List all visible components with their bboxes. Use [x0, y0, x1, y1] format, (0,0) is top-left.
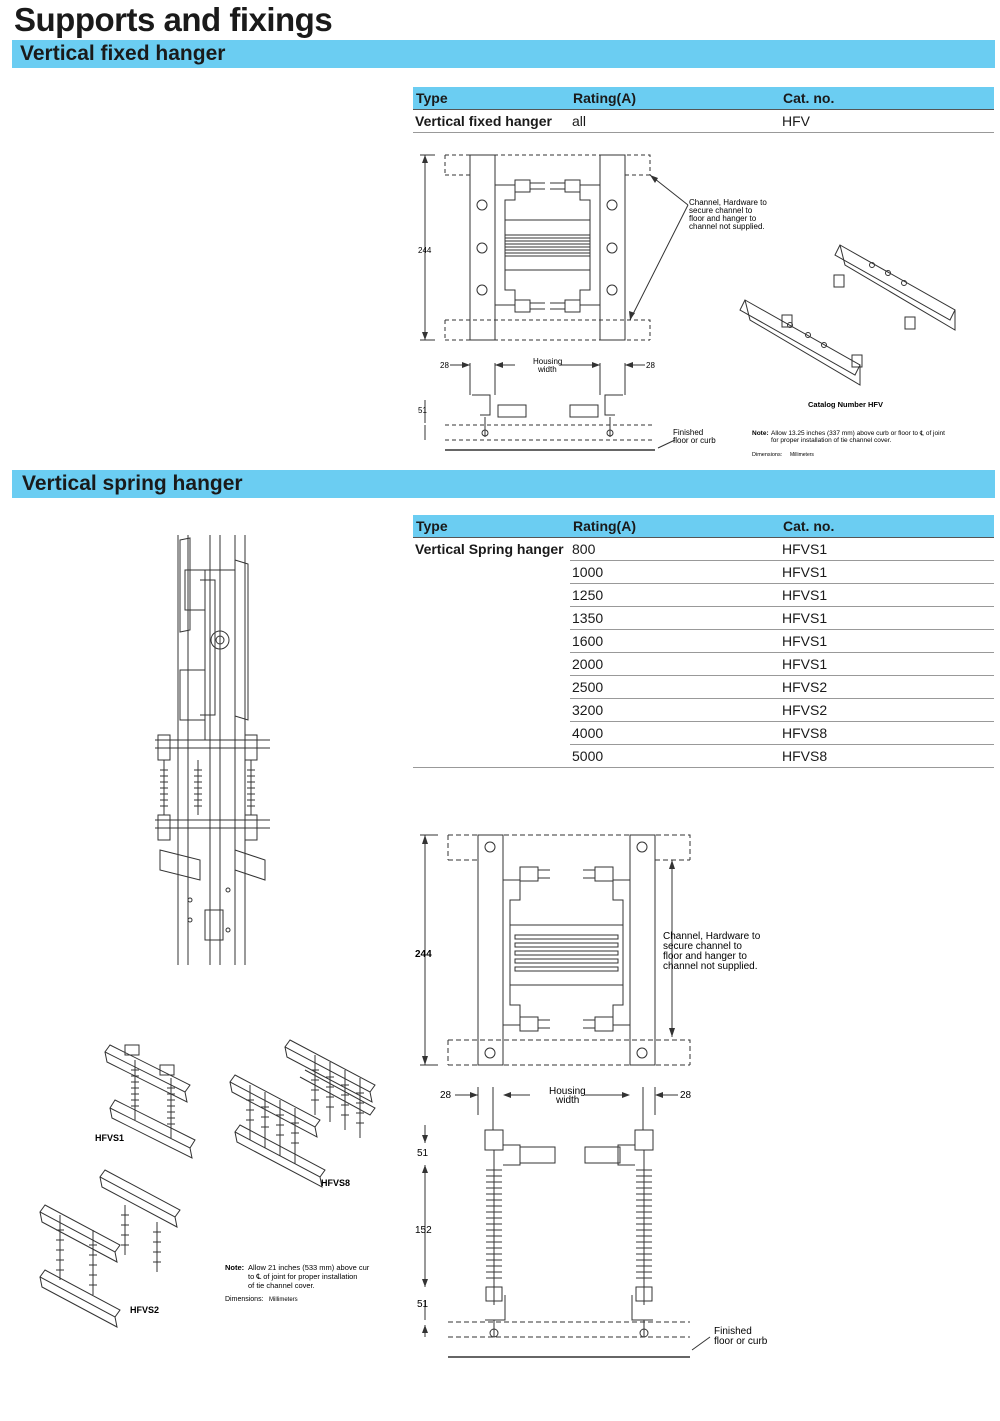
- finished-floor-label-2: floor or curb: [714, 1336, 768, 1347]
- dimensions-label: Dimensions:: [752, 452, 783, 458]
- note-text-line-2: for proper installation of tie channel c…: [771, 437, 892, 444]
- cat-no-cell: HFVS1: [780, 583, 994, 607]
- rating-cell: 3200: [570, 698, 780, 722]
- channel-note-line-4: channel not supplied.: [663, 961, 758, 972]
- cat-no-cell: HFVS2: [780, 698, 994, 722]
- housing-width-label-2: width: [555, 1095, 579, 1106]
- channel-note-line-1: Channel, Hardware to: [689, 198, 767, 207]
- column-header-rating: Rating(A): [570, 515, 780, 538]
- note-text-line-2: to ℄ of joint for proper installation: [248, 1272, 357, 1281]
- housing-width-label-1: Housing: [549, 1086, 586, 1097]
- dimension-51-top: 51: [417, 1148, 429, 1159]
- cat-no-cell: HFVS8: [780, 721, 994, 745]
- rating-cell: 2000: [570, 652, 780, 676]
- note-text-line-1: Allow 13.25 inches (337 mm) above curb o…: [771, 430, 945, 437]
- spring-hanger-table: Type Rating(A) Cat. no. Vertical Spring …: [413, 515, 994, 768]
- fixed-hanger-drawing: 244 28 28 Housing width 51 Channel, Hard…: [418, 154, 956, 458]
- section-header-spring-hanger: Vertical spring hanger: [12, 470, 995, 498]
- rating-cell: 1250: [570, 583, 780, 607]
- note-label: Note:: [225, 1263, 244, 1272]
- fixed-hanger-table: Type Rating(A) Cat. no. Vertical fixed h…: [413, 87, 994, 133]
- type-cell: Vertical Spring hanger: [415, 541, 564, 558]
- dimension-28-right: 28: [646, 361, 655, 370]
- dimension-244: 244: [418, 246, 432, 255]
- rating-cell: 2500: [570, 675, 780, 699]
- dimension-152: 152: [415, 1225, 432, 1236]
- note-text-line-1: Allow 21 inches (533 mm) above cur: [248, 1263, 370, 1272]
- hfvs2-label: HFVS2: [130, 1305, 159, 1315]
- rating-cell: 4000: [570, 721, 780, 745]
- dimension-28-left: 28: [440, 1090, 452, 1101]
- cat-no-cell: HFVS2: [780, 675, 994, 699]
- channel-note-line-3: floor and hanger to: [663, 951, 747, 962]
- cat-no-cell: HFV: [780, 109, 994, 133]
- section-heading: Vertical fixed hanger: [20, 42, 226, 65]
- column-header-rating: Rating(A): [570, 87, 780, 110]
- note-text-line-3: of tie channel cover.: [248, 1281, 315, 1290]
- type-cell: Vertical fixed hanger: [413, 109, 570, 133]
- cat-no-cell: HFVS1: [780, 629, 994, 653]
- channel-note-line-2: secure channel to: [663, 941, 742, 952]
- cat-no-cell: HFVS1: [780, 652, 994, 676]
- dimensions-unit: Millimeters: [269, 1297, 298, 1303]
- column-header-cat-no: Cat. no.: [780, 515, 994, 538]
- cat-no-cell: HFVS1: [780, 537, 994, 561]
- channel-note-line-2: secure channel to: [689, 206, 753, 215]
- cat-no-cell: HFVS1: [780, 606, 994, 630]
- busway-installation-illustration: [155, 535, 270, 965]
- dimension-51-bottom: 51: [417, 1299, 429, 1310]
- cat-no-cell: HFVS8: [780, 744, 994, 768]
- spring-hanger-products-illustration: HFVS1 HFVS8 HFVS2 Note: Allow 21 inches …: [39, 1039, 376, 1328]
- catalog-number-label: Catalog Number HFV: [808, 400, 883, 409]
- dimension-28-left: 28: [440, 361, 449, 370]
- section-header-fixed-hanger: Vertical fixed hanger: [12, 40, 995, 68]
- rating-cell: all: [570, 109, 780, 133]
- channel-note-line-1: Channel, Hardware to: [663, 931, 761, 942]
- hfvs1-label: HFVS1: [95, 1133, 124, 1143]
- table-header-row: Type Rating(A) Cat. no.: [413, 515, 994, 538]
- channel-note-line-3: floor and hanger to: [689, 214, 757, 223]
- column-header-type: Type: [413, 515, 570, 538]
- rating-cell: 1600: [570, 629, 780, 653]
- column-header-cat-no: Cat. no.: [780, 87, 994, 110]
- rating-cell: 1350: [570, 606, 780, 630]
- rating-cell: 1000: [570, 560, 780, 584]
- housing-width-label-2: width: [537, 365, 557, 374]
- cat-no-cell: HFVS1: [780, 560, 994, 584]
- dimension-244: 244: [415, 949, 432, 960]
- note-label: Note:: [752, 430, 769, 437]
- section-heading: Vertical spring hanger: [22, 472, 243, 495]
- page-title: Supports and fixings: [14, 1, 333, 38]
- dimensions-unit: Millimeters: [790, 452, 814, 458]
- finished-floor-label-1: Finished: [673, 428, 703, 437]
- table-row: Vertical fixed hanger all HFV: [413, 109, 994, 133]
- dimension-28-right: 28: [680, 1090, 692, 1101]
- housing-width-label-1: Housing: [533, 357, 562, 366]
- table-header-row: Type Rating(A) Cat. no.: [413, 87, 994, 110]
- dimensions-label: Dimensions:: [225, 1296, 264, 1303]
- channel-note-line-4: channel not supplied.: [689, 222, 765, 231]
- finished-floor-label-2: floor or curb: [673, 436, 716, 445]
- rating-cell: 5000: [570, 744, 780, 768]
- dimension-51: 51: [418, 406, 427, 415]
- hfvs8-label: HFVS8: [321, 1178, 350, 1188]
- spring-hanger-drawing: 244 28 28 Housing width 51 152 51 Channe…: [415, 834, 768, 1358]
- column-header-type: Type: [413, 87, 570, 110]
- finished-floor-label-1: Finished: [714, 1326, 752, 1337]
- rating-cell: 800: [570, 537, 780, 561]
